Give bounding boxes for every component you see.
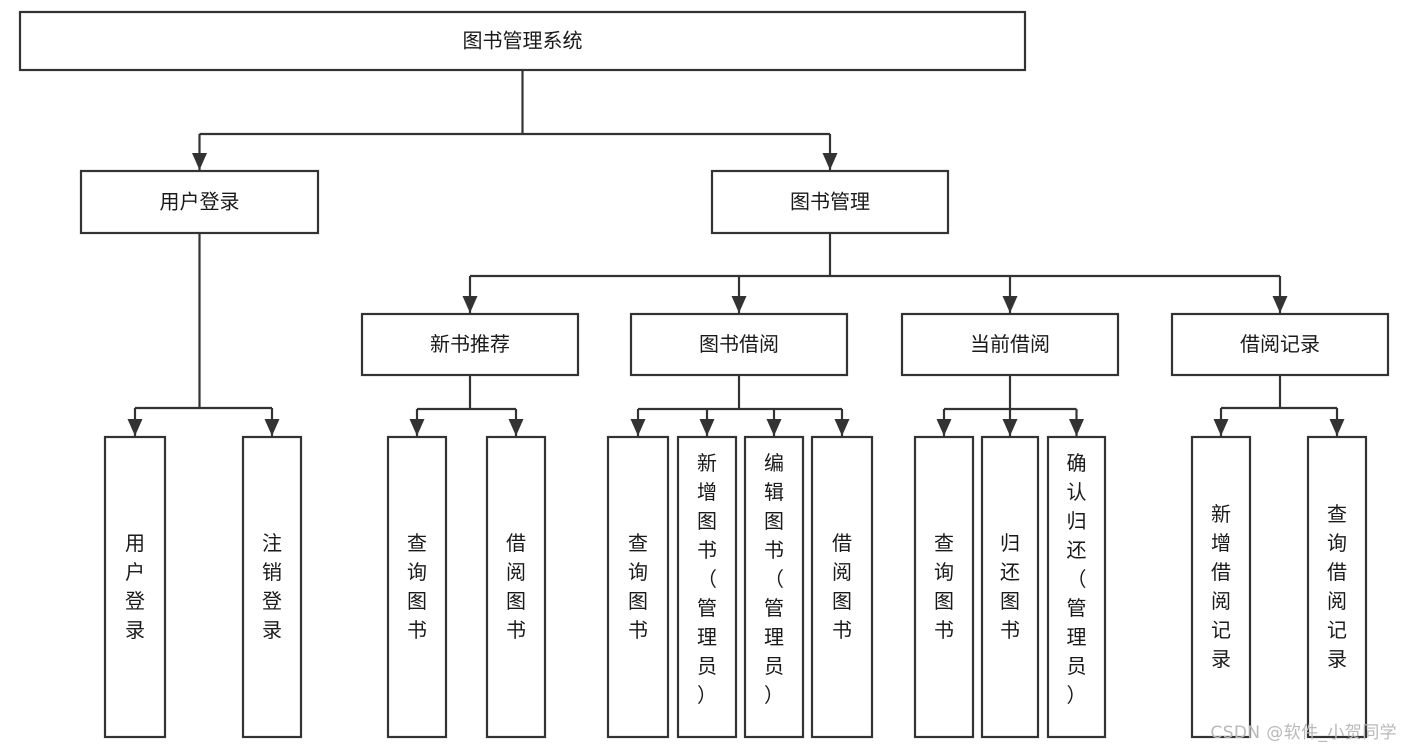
arrow-head-icon (127, 419, 143, 436)
arrow-head-icon (192, 153, 207, 170)
node-box[interactable] (18, 10, 1027, 72)
node-box[interactable] (676, 435, 738, 739)
node-label: 图书管理系统 (463, 29, 583, 53)
node-label: 新增图书（管理员） (697, 451, 717, 707)
node-label: 编辑图书（管理员） (764, 451, 784, 707)
arrow-head-icon (508, 419, 524, 436)
arrow-head-icon (1272, 296, 1288, 313)
node-box[interactable] (606, 435, 670, 739)
node-leaf-current-return-book[interactable]: 归还图书 (980, 435, 1040, 739)
node-leaf-borrow-borrow-book[interactable]: 借阅图书 (810, 435, 874, 739)
node-label: 当前借阅 (970, 332, 1050, 356)
node-leaf-current-query-book[interactable]: 查询图书 (913, 435, 975, 739)
arrow-head-icon (936, 419, 952, 436)
node-label: 图书借阅 (699, 332, 779, 356)
node-user-login[interactable]: 用户登录 (79, 169, 320, 235)
node-leaf-record-add[interactable]: 新增借阅记录 (1190, 435, 1252, 739)
node-label: 用户登录 (125, 531, 145, 642)
node-borrow-record[interactable]: 借阅记录 (1170, 312, 1390, 377)
node-box[interactable] (1190, 435, 1252, 739)
node-new-book-rec[interactable]: 新书推荐 (360, 312, 580, 377)
node-leaf-rec-borrow-book[interactable]: 借阅图书 (485, 435, 547, 739)
node-box[interactable] (360, 312, 580, 377)
node-label: 查询借阅记录 (1327, 502, 1347, 671)
node-label: 查询图书 (407, 531, 427, 642)
arrow-head-icon (264, 419, 280, 436)
node-current-borrow[interactable]: 当前借阅 (900, 312, 1120, 377)
node-label: 归还图书 (1000, 531, 1020, 642)
node-label: 图书管理 (790, 190, 870, 214)
node-box[interactable] (1170, 312, 1390, 377)
node-box[interactable] (485, 435, 547, 739)
node-box[interactable] (743, 435, 805, 739)
node-book-borrow[interactable]: 图书借阅 (629, 312, 849, 377)
node-box[interactable] (386, 435, 448, 739)
arrow-head-icon (731, 296, 747, 313)
node-box[interactable] (900, 312, 1120, 377)
arrow-head-icon (766, 419, 782, 436)
node-leaf-borrow-edit-book[interactable]: 编辑图书（管理员） (743, 435, 805, 739)
arrow-head-icon (630, 419, 646, 436)
arrow-head-icon (1213, 419, 1229, 436)
connectors-layer (127, 70, 1345, 436)
node-label: 借阅图书 (832, 531, 852, 642)
node-label: 注销登录 (262, 531, 282, 642)
arrow-head-icon (409, 419, 425, 436)
node-box[interactable] (79, 169, 320, 235)
arrow-head-icon (1002, 419, 1018, 436)
arrow-head-icon (1002, 296, 1018, 313)
node-label: 借阅记录 (1240, 332, 1320, 356)
arrow-head-icon (822, 153, 838, 170)
node-box[interactable] (1046, 435, 1107, 739)
node-box[interactable] (810, 435, 874, 739)
node-box[interactable] (629, 312, 849, 377)
arrow-head-icon (834, 419, 850, 436)
node-book-manage[interactable]: 图书管理 (710, 169, 950, 235)
arrow-head-icon (1069, 419, 1084, 436)
node-box[interactable] (980, 435, 1040, 739)
node-label: 借阅图书 (506, 531, 526, 642)
node-label: 查询图书 (628, 531, 648, 642)
node-box[interactable] (913, 435, 975, 739)
node-box[interactable] (103, 435, 167, 739)
nodes-layer: 图书管理系统用户登录图书管理新书推荐图书借阅当前借阅借阅记录用户登录注销登录查询… (18, 10, 1390, 739)
node-leaf-current-confirm-return[interactable]: 确认归还（管理员） (1046, 435, 1107, 739)
arrow-head-icon (462, 296, 478, 313)
node-leaf-user-logout[interactable]: 注销登录 (241, 435, 303, 739)
node-leaf-user-login[interactable]: 用户登录 (103, 435, 167, 739)
csdn-watermark: CSDN @软件_小贺同学 (1210, 723, 1397, 743)
node-label: 新书推荐 (430, 332, 510, 356)
node-root[interactable]: 图书管理系统 (18, 10, 1027, 72)
node-leaf-borrow-query-book[interactable]: 查询图书 (606, 435, 670, 739)
node-label: 查询图书 (934, 531, 954, 642)
node-label: 用户登录 (160, 190, 240, 214)
node-label: 新增借阅记录 (1211, 502, 1231, 671)
node-leaf-borrow-add-book[interactable]: 新增图书（管理员） (676, 435, 738, 739)
arrow-head-icon (1329, 419, 1345, 436)
node-box[interactable] (241, 435, 303, 739)
node-box[interactable] (1306, 435, 1368, 739)
node-label: 确认归还（管理员） (1067, 451, 1087, 707)
node-box[interactable] (710, 169, 950, 235)
node-leaf-rec-query-book[interactable]: 查询图书 (386, 435, 448, 739)
arrow-head-icon (699, 419, 715, 436)
node-leaf-record-query[interactable]: 查询借阅记录 (1306, 435, 1368, 739)
